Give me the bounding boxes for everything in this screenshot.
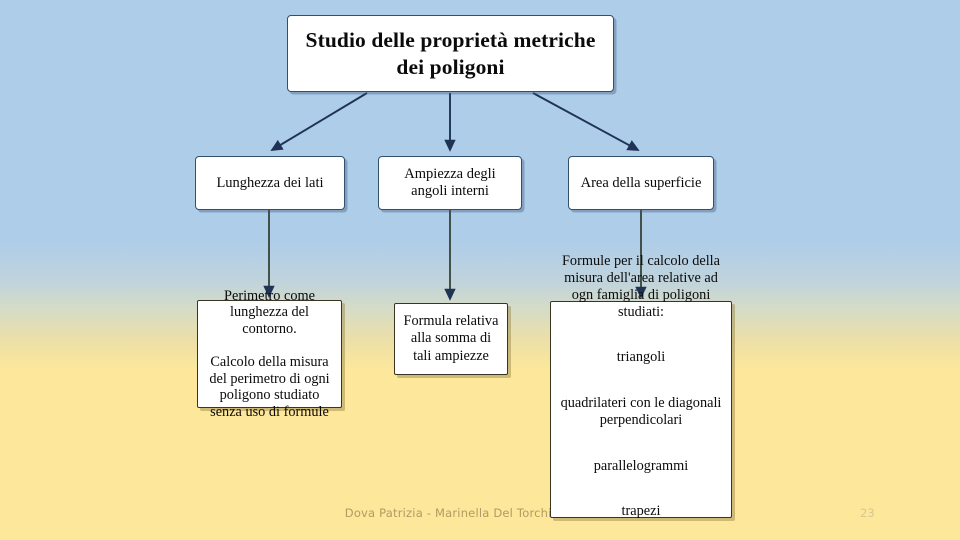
formule-area-lead: Formule per il calcolo della misura dell… bbox=[561, 253, 720, 320]
famiglia-parallelogrammi: parallelogrammi bbox=[593, 457, 689, 474]
leaf-text-perimetro: Perimetro come lunghezza del contorno. C… bbox=[209, 287, 330, 420]
leaf-text-formula-somma: Formula relativa alla somma di tali ampi… bbox=[403, 313, 499, 364]
leaf-box-formula-somma: Formula relativa alla somma di tali ampi… bbox=[394, 303, 508, 375]
branch-box-area: Area della superficie bbox=[568, 156, 714, 210]
famiglia-quadrilateri: quadrilateri con le diagonali perpendico… bbox=[560, 395, 722, 428]
page-number: 23 bbox=[860, 506, 875, 520]
branch-label-ampiezza: Ampiezza degli angoli interni bbox=[404, 166, 496, 199]
leaf-text-formule-area: Formule per il calcolo della misura dell… bbox=[551, 234, 731, 540]
branch-box-lunghezza: Lunghezza dei lati bbox=[195, 156, 345, 210]
title-text: Studio delle proprietà metriche dei poli… bbox=[305, 28, 596, 79]
branch-label-area: Area della superficie bbox=[580, 174, 702, 191]
leaf-box-formule-area: Formule per il calcolo della misura dell… bbox=[550, 253, 732, 519]
arrow-title-to-lunghezza bbox=[270, 92, 368, 151]
title-box: Studio delle proprietà metriche dei poli… bbox=[287, 15, 614, 92]
arrow-title-to-area bbox=[532, 92, 640, 151]
leaf-box-perimetro: Perimetro come lunghezza del contorno. C… bbox=[197, 288, 342, 420]
branch-label-lunghezza: Lunghezza dei lati bbox=[216, 174, 324, 191]
branch-box-ampiezza: Ampiezza degli angoli interni bbox=[378, 156, 522, 210]
famiglia-trapezi: trapezi bbox=[621, 503, 661, 520]
footer-credit: Dova Patrizia - Marinella Del Torchio Ma… bbox=[344, 506, 616, 520]
famiglia-triangoli: triangoli bbox=[616, 349, 666, 366]
